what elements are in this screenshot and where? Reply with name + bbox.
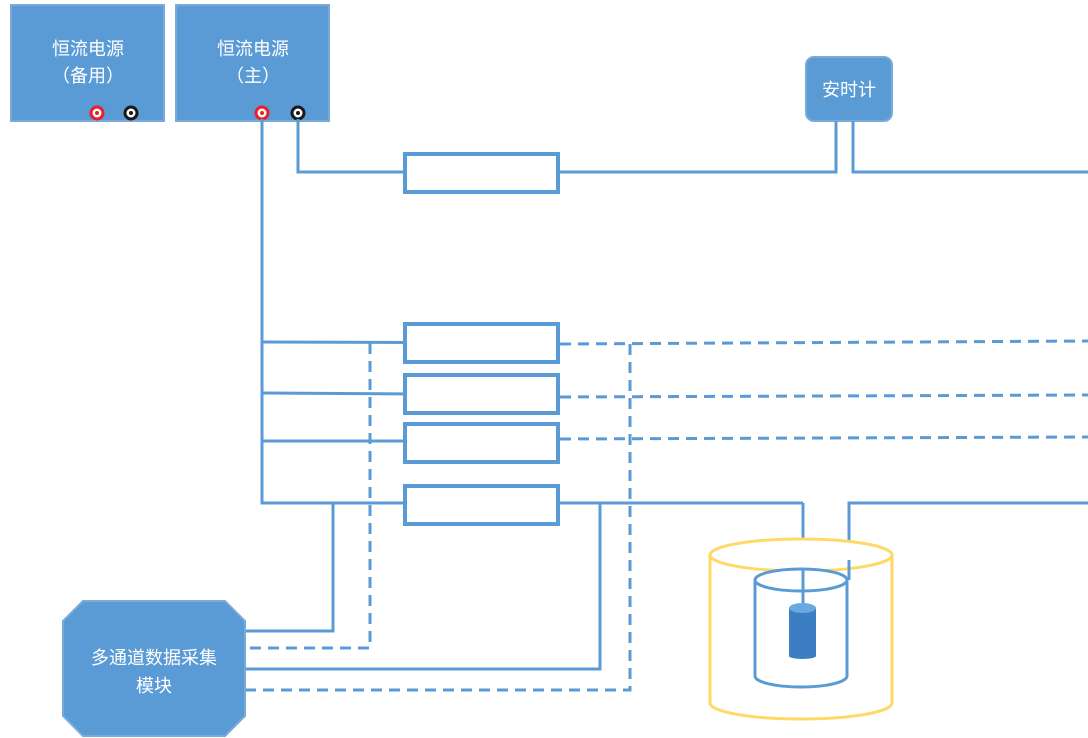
- series-circuit-wires: [296, 119, 1088, 174]
- main-negative-terminal-icon: [290, 105, 306, 121]
- resistor-4: [403, 484, 560, 526]
- daq-title: 多通道数据采集: [91, 648, 217, 669]
- resistor-3: [403, 422, 560, 464]
- ampere-hour-meter: 安时计: [805, 56, 893, 122]
- backup-positive-terminal-icon: [89, 105, 105, 121]
- ah-meter-label: 安时计: [822, 80, 876, 101]
- resistor-2: [403, 373, 560, 415]
- data-acquisition-module: 多通道数据采集 模块: [62, 600, 246, 737]
- backup-supply-subtitle: （备用）: [52, 66, 124, 87]
- main-positive-terminal-icon: [254, 105, 270, 121]
- backup-negative-terminal-icon: [123, 105, 139, 121]
- daq-subtitle: 模块: [136, 676, 172, 697]
- main-power-supply: 恒流电源 （主）: [175, 4, 330, 122]
- backup-supply-title: 恒流电源: [52, 39, 124, 60]
- electrode-sample: [789, 603, 816, 659]
- resistor-1: [403, 322, 560, 364]
- inner-beaker: [753, 560, 851, 689]
- backup-power-supply: 恒流电源 （备用）: [10, 4, 165, 122]
- resistor-top: [403, 152, 560, 194]
- main-supply-title: 恒流电源: [217, 39, 289, 60]
- main-supply-subtitle: （主）: [226, 66, 280, 87]
- sense-dashed-wires: [245, 339, 1088, 692]
